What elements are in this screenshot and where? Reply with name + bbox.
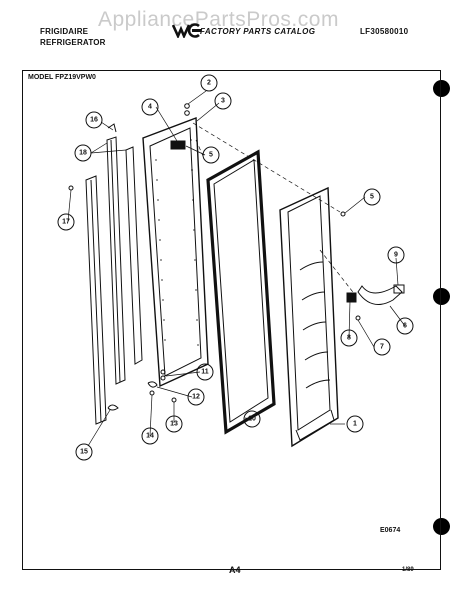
door-panel: [142, 117, 209, 388]
page-number: A4: [229, 565, 241, 575]
callout-14: [141, 427, 159, 445]
callout-16-label: 16: [90, 117, 98, 124]
catalog-code: LF30580010: [360, 27, 409, 36]
callout-6-label: 6: [403, 323, 407, 330]
callout-9-label: 9: [394, 252, 398, 259]
callout-13: [165, 415, 183, 433]
side-trim-strip: [125, 146, 143, 365]
callout-8-label: 8: [347, 335, 351, 342]
callout-11-label: 11: [201, 369, 209, 376]
watermark-text: AppliancePartsPros.com: [98, 8, 339, 31]
callout-4: [141, 98, 159, 116]
callout-12-label: 12: [192, 394, 200, 401]
callout-17-label: 17: [62, 219, 70, 226]
callout-5a-label: 5: [209, 152, 213, 159]
product-name: REFRIGERATOR: [40, 38, 106, 47]
callout-5b-label: 5: [370, 194, 374, 201]
hole-punch-top: [433, 80, 450, 97]
hole-punch-middle: [433, 288, 450, 305]
brand-name: FRIGIDAIRE: [40, 27, 89, 36]
callout-16: [85, 111, 103, 129]
door-liner-gasket: [206, 149, 276, 435]
callout-6: [396, 317, 414, 335]
door-gasket-strip: [106, 136, 126, 385]
callout-leaders: [67, 90, 406, 447]
callout-17: [57, 213, 75, 231]
callout-10: [243, 410, 261, 428]
callout-4-label: 4: [148, 104, 152, 111]
callout-3-label: 3: [221, 98, 225, 105]
revision-date: 1/89: [402, 567, 414, 573]
dispenser-bracket: [346, 284, 405, 305]
diagram-frame: [22, 70, 441, 570]
hole-punch-bottom: [433, 518, 450, 535]
callout-18: [74, 144, 92, 162]
drawing-code: E0674: [380, 527, 401, 534]
callout-3: [214, 92, 232, 110]
callout-5b: [363, 188, 381, 206]
callout-10-label: 10: [248, 416, 256, 423]
inner-door-liner-shelves: [279, 186, 339, 448]
callout-8: [340, 329, 358, 347]
callout-2: [200, 74, 218, 92]
callout-13-label: 13: [170, 421, 178, 428]
callout-1: [346, 415, 364, 433]
callout-7-label: 7: [380, 344, 384, 351]
callout-5a: [202, 146, 220, 164]
callout-12: [187, 388, 205, 406]
callout-2-label: 2: [207, 80, 211, 87]
callout-1-label: 1: [353, 421, 357, 428]
callout-14-label: 14: [146, 433, 154, 440]
callout-circles: [57, 74, 414, 461]
callout-15: [75, 443, 93, 461]
model-label: MODEL FPZ19VPW0: [28, 74, 96, 81]
callout-15-label: 15: [80, 449, 88, 456]
front-trim-strip: [85, 175, 107, 425]
callout-7: [373, 338, 391, 356]
callout-18-label: 18: [79, 150, 87, 157]
callout-9: [387, 246, 405, 264]
wci-logo-icon: [172, 23, 201, 38]
callout-11: [196, 363, 214, 381]
catalog-title: FACTORY PARTS CATALOG: [200, 27, 316, 36]
